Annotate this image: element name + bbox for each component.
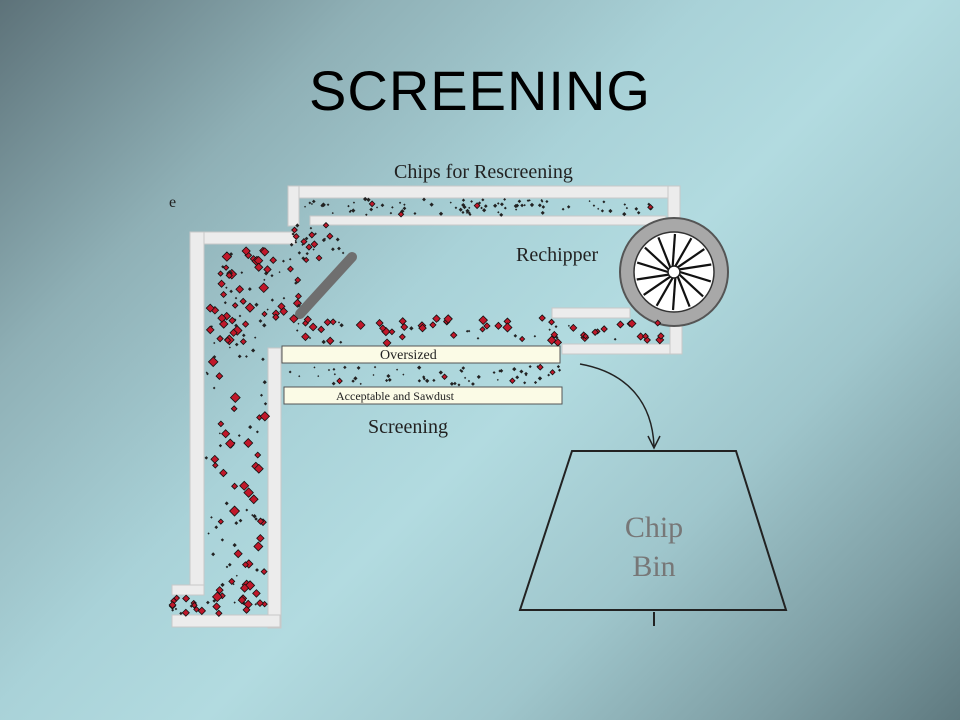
flow-arrow — [579, 363, 655, 447]
slide-title: SCREENING — [309, 59, 651, 122]
label-chip-bin-line2: Bin — [632, 550, 675, 583]
rechipper-outlet-bottom — [561, 343, 683, 355]
label-acceptable-and-sawdust: Acceptable and Sawdust — [336, 389, 455, 403]
label-edge-fragment: e — [169, 194, 176, 211]
inlet-ledge — [189, 231, 297, 245]
deflector-plate — [295, 252, 357, 319]
elevator-bottom-step — [171, 584, 205, 596]
rescreening-duct-top — [287, 185, 681, 199]
label-screening: Screening — [368, 416, 448, 438]
rescreening-duct-bottom — [309, 215, 667, 226]
rechipper-outlet-top — [551, 307, 631, 319]
elevator-bottom-lip — [171, 614, 281, 628]
elevator-inner-wall — [267, 347, 282, 629]
label-chip-bin-line1: Chip — [625, 511, 683, 544]
label-oversized: Oversized — [380, 348, 437, 363]
acceptable-screen — [283, 386, 563, 405]
oversized-screen — [281, 345, 561, 364]
label-chips-for-rescreening: Chips for Rescreening — [394, 161, 573, 183]
rescreening-duct-left — [287, 185, 300, 227]
elevator-outer-wall — [189, 231, 205, 591]
rechipper-wheel — [619, 217, 729, 327]
label-rechipper: Rechipper — [516, 244, 599, 266]
flow-arrowhead — [647, 435, 661, 450]
conveyor-ducts — [171, 185, 683, 629]
wood-chips — [168, 196, 665, 617]
chip-bin — [518, 450, 788, 611]
